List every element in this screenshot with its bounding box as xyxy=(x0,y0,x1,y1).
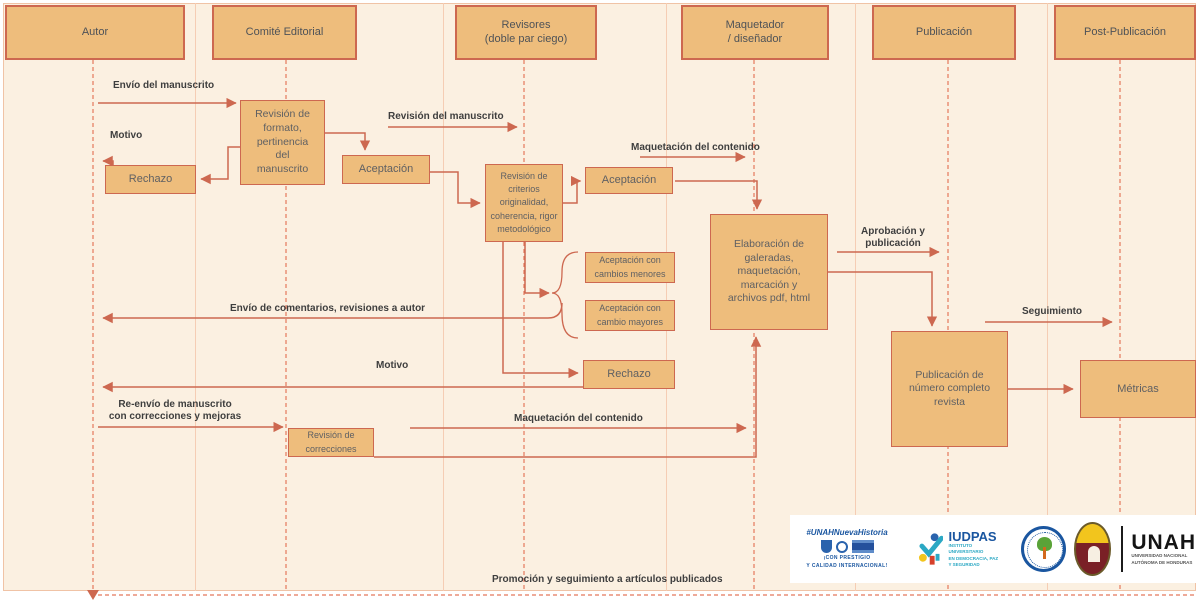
box-rechazo-2: Rechazo xyxy=(583,360,675,389)
shield-icon xyxy=(820,540,832,553)
lane-divider xyxy=(195,3,196,591)
label-seguimiento: Seguimiento xyxy=(1022,306,1083,317)
unah-name: UNAH xyxy=(1131,530,1196,554)
box-revision-formato: Revisión de formato, pertinencia del man… xyxy=(240,100,325,185)
round-seal-icon xyxy=(835,540,848,553)
arrow-aceptacion-criterios xyxy=(430,171,481,209)
lane-divider xyxy=(666,3,667,591)
iudpas-name: IUDPAS xyxy=(948,528,997,544)
box-aceptacion-mayores: Aceptación con cambio mayores xyxy=(585,300,675,331)
arrow-formato-rechazo xyxy=(200,146,246,185)
box-aceptacion-1: Aceptación xyxy=(342,155,430,184)
lifelines xyxy=(92,60,1196,596)
label-envio-comentarios: Envío de comentarios, revisiones a autor xyxy=(230,303,426,314)
lane-header-publicacion: Publicación xyxy=(872,5,1016,60)
brace-icon xyxy=(551,251,579,339)
arrow-criterios-rechazo2 xyxy=(502,242,579,379)
label-maquetacion-2: Maquetación del contenido xyxy=(514,413,643,424)
label-reenvio: Re-envío de manuscrito con correcciones … xyxy=(108,399,242,422)
nueva-historia-logo: #UNAHNuevaHistoria ¡CON PRESTIGIO Y CALI… xyxy=(802,528,892,570)
flow-arrows xyxy=(98,97,1113,458)
iudpas-subtitle: INSTITUTO UNIVERSITARIO EN DEMOCRACIA, P… xyxy=(948,542,999,567)
box-metricas: Métricas xyxy=(1080,360,1196,418)
label-revision-manuscrito: Revisión del manuscrito xyxy=(388,111,504,122)
arrow-comentarios-autor xyxy=(102,302,563,324)
nueva-historia-emblems xyxy=(802,540,892,553)
box-aceptacion-2: Aceptación xyxy=(585,167,673,194)
unah-oval-seal-icon xyxy=(1074,522,1112,576)
promocion-arrowhead-icon xyxy=(87,590,99,600)
unah-subtitle: UNIVERSIDAD NACIONAL AUTÓNOMA DE HONDURA… xyxy=(1131,552,1193,565)
box-aceptacion-menores: Aceptación con cambios menores xyxy=(585,252,675,283)
lane-header-maquetador: Maquetador / diseñador xyxy=(681,5,829,60)
nueva-historia-tagline: ¡CON PRESTIGIO Y CALIDAD INTERNACIONAL! xyxy=(806,555,888,569)
nueva-historia-title: #UNAHNuevaHistoria xyxy=(806,528,888,537)
logo-strip: #UNAHNuevaHistoria ¡CON PRESTIGIO Y CALI… xyxy=(790,515,1196,583)
arrow-criterios-brace xyxy=(524,242,550,299)
arrow-rechazo-autor xyxy=(102,155,114,167)
arrow-aceptacion2-elaboracion xyxy=(675,180,763,210)
tree-seal-icon xyxy=(1020,526,1067,572)
flag-icon xyxy=(851,540,874,553)
label-aprobacion: Aprobación y publicación xyxy=(861,226,925,249)
iudpas-logo: IUDPAS INSTITUTO UNIVERSITARIO EN DEMOCR… xyxy=(918,530,1007,568)
arrow-formato-aceptacion xyxy=(323,132,371,151)
box-elaboracion: Elaboración de galeradas, maquetación, m… xyxy=(710,214,828,330)
box-revision-correcciones: Revisión de correcciones xyxy=(288,428,374,457)
box-publicacion-numero: Publicación de número completo revista xyxy=(891,331,1008,447)
lane-header-revisores: Revisores (doble par ciego) xyxy=(455,5,597,60)
label-maquetacion-1: Maquetación del contenido xyxy=(631,142,760,153)
lane-header-autor: Autor xyxy=(5,5,185,60)
label-motivo-1: Motivo xyxy=(110,130,143,141)
lane-divider xyxy=(1047,3,1048,591)
box-rechazo-1: Rechazo xyxy=(105,165,196,194)
arrow-correcciones-elaboracion xyxy=(374,336,762,458)
lane-header-comite: Comité Editorial xyxy=(212,5,357,60)
lane-divider xyxy=(443,3,444,591)
arrow-elaboracion-publicacion xyxy=(828,271,938,327)
box-revision-criterios: Revisión de criterios originalidad, cohe… xyxy=(485,164,563,242)
lane-divider xyxy=(855,3,856,591)
lane-header-post-publicacion: Post-Publicación xyxy=(1054,5,1196,60)
label-motivo-2: Motivo xyxy=(376,360,409,371)
label-promocion: Promoción y seguimiento a artículos publ… xyxy=(492,574,723,585)
logo-divider xyxy=(1121,526,1124,572)
unah-wordmark: UNAH UNIVERSIDAD NACIONAL AUTÓNOMA DE HO… xyxy=(1131,532,1196,567)
arrow-criterios-aceptacion2 xyxy=(563,175,582,204)
label-envio-manuscrito: Envío del manuscrito xyxy=(113,80,215,91)
swimlane-frame xyxy=(3,3,1196,591)
iudpas-figure-icon xyxy=(919,533,944,565)
